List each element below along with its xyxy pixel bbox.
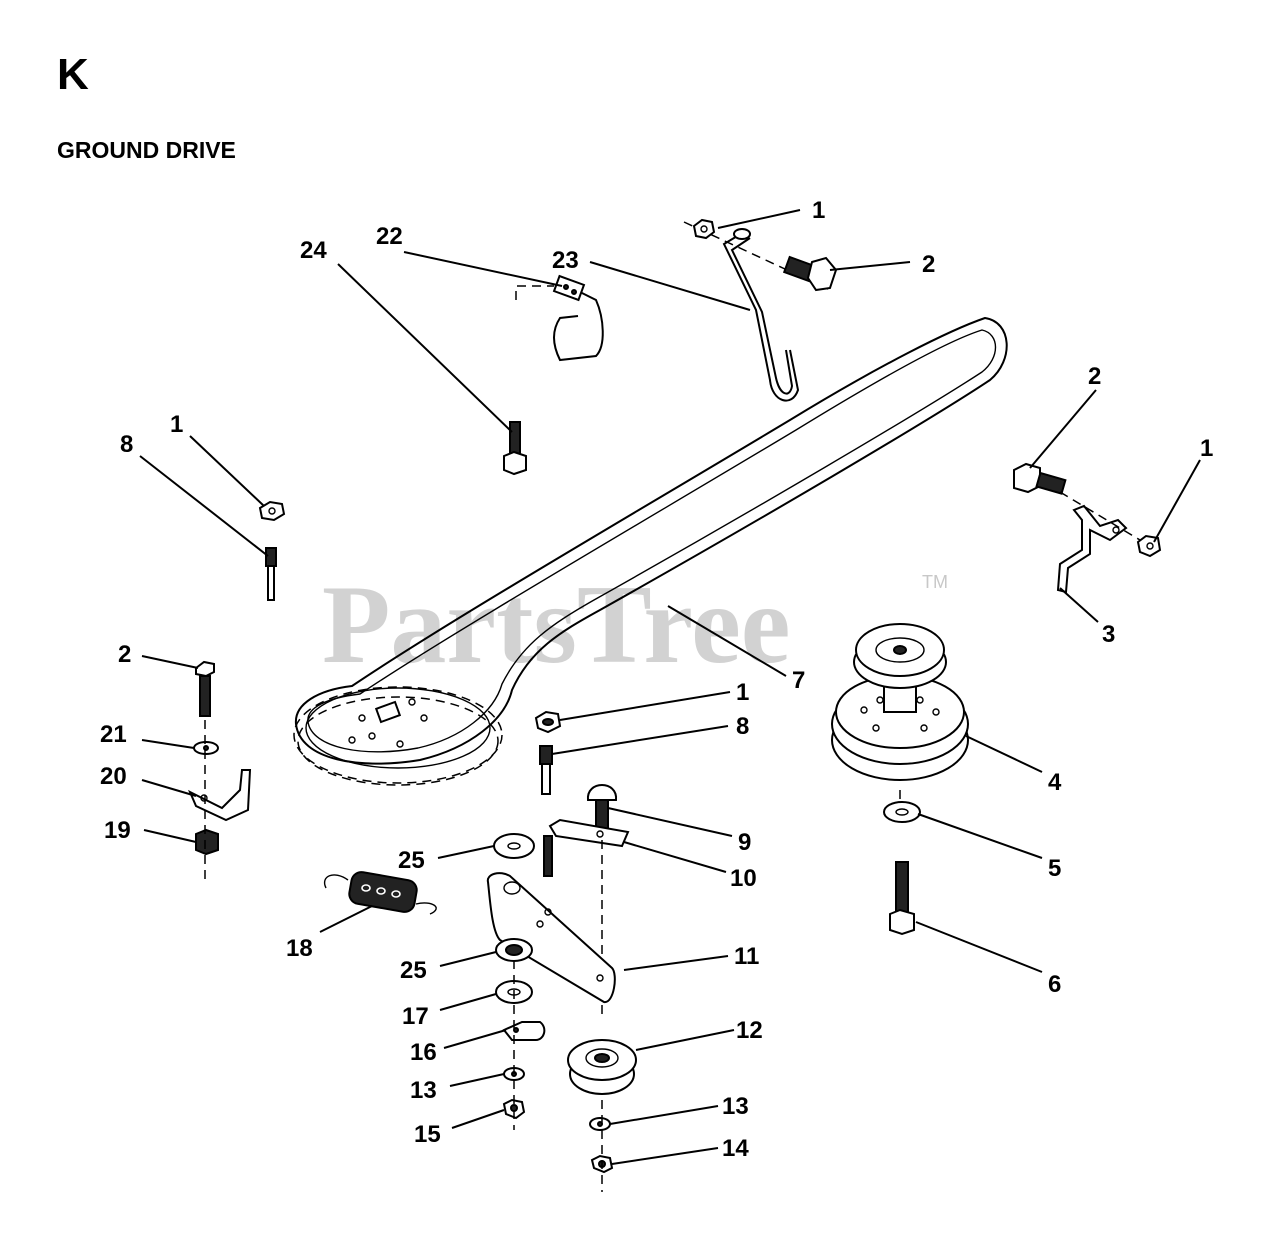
spring-clip[interactable]: [502, 1021, 546, 1041]
callout-10: 10: [730, 865, 757, 892]
shoulder-stud[interactable]: [265, 547, 277, 601]
callout-6: 6: [1048, 971, 1061, 998]
callout-25: 25: [398, 847, 425, 874]
small-washer-right[interactable]: [589, 1117, 611, 1131]
callout-8: 8: [736, 713, 749, 740]
hex-nut-center[interactable]: [534, 710, 562, 734]
idler-arm[interactable]: [486, 872, 616, 1003]
spacer-washer-top[interactable]: [493, 833, 535, 859]
callout-1: 1: [170, 411, 183, 438]
shoulder-stud-center[interactable]: [539, 745, 553, 795]
lock-washer[interactable]: [883, 801, 921, 823]
callout-11: 11: [734, 943, 759, 970]
pulley-bolt[interactable]: [889, 861, 915, 936]
watermark-text: PartsTree: [322, 563, 791, 687]
callout-2: 2: [922, 251, 935, 278]
hex-bolt-small[interactable]: [503, 421, 527, 476]
bolt-left[interactable]: [195, 660, 215, 717]
callout-1: 1: [812, 197, 825, 224]
callout-2: 2: [118, 641, 131, 668]
callout-2: 2: [1088, 363, 1101, 390]
callout-7: 7: [792, 667, 805, 694]
callout-13: 13: [410, 1077, 437, 1104]
callout-5: 5: [1048, 855, 1061, 882]
double-pulley[interactable]: [831, 623, 969, 781]
callout-25: 25: [400, 957, 427, 984]
hex-nut-small-left[interactable]: [502, 1098, 526, 1120]
callout-12: 12: [736, 1017, 763, 1044]
carriage-bolt[interactable]: [586, 784, 618, 831]
belt-drive-pulley[interactable]: [293, 686, 503, 786]
callout-13: 13: [722, 1093, 749, 1120]
callout-21: 21: [100, 721, 127, 748]
flat-washer[interactable]: [193, 741, 219, 755]
watermark-tm: TM: [922, 572, 948, 592]
callout-19: 19: [104, 817, 131, 844]
callout-9: 9: [738, 829, 751, 856]
callout-8: 8: [120, 431, 133, 458]
idler-arm-plate[interactable]: [543, 818, 630, 877]
tension-spring[interactable]: [323, 871, 437, 915]
bolt-right[interactable]: [1013, 462, 1067, 495]
leader-lines: [139, 209, 1201, 1165]
callout-1: 1: [736, 679, 749, 706]
callout-20: 20: [100, 763, 127, 790]
section-letter: K: [57, 50, 89, 99]
belt-guide-right[interactable]: [1056, 504, 1128, 594]
callout-3: 3: [1102, 621, 1115, 648]
callout-4: 4: [1048, 769, 1062, 796]
callout-15: 15: [414, 1121, 441, 1148]
hex-nut[interactable]: [692, 218, 716, 240]
callout-1: 1: [1200, 435, 1213, 462]
hex-bolt[interactable]: [782, 255, 838, 292]
belt-guide-bracket[interactable]: [722, 228, 800, 402]
callout-17: 17: [402, 1003, 429, 1030]
callout-14: 14: [722, 1135, 749, 1162]
hex-nut-left[interactable]: [258, 500, 286, 522]
callout-16: 16: [410, 1039, 437, 1066]
drive-belt[interactable]: [294, 316, 1008, 765]
callout-24: 24: [300, 237, 327, 264]
callout-18: 18: [286, 935, 313, 962]
idler-bracket[interactable]: [188, 769, 252, 822]
idler-pulley[interactable]: [567, 1039, 637, 1095]
spacer-washer-bottom[interactable]: [495, 938, 533, 962]
callout-labels: 1 2 23 24 22 2 1 1 8 3 7 2 1 8 21 4 20 9…: [100, 197, 1213, 1162]
callout-22: 22: [376, 223, 403, 250]
callout-23: 23: [552, 247, 579, 274]
belt-keeper-bracket[interactable]: [552, 274, 604, 362]
lock-nut[interactable]: [195, 828, 219, 856]
section-title: GROUND DRIVE: [57, 137, 236, 163]
